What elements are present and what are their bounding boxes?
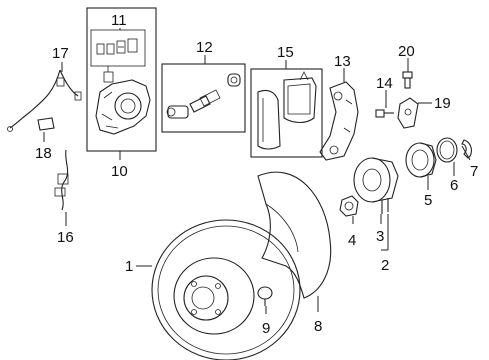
caliper-bolt-bushing-kit xyxy=(166,73,241,119)
callout-2: 2 xyxy=(381,257,389,274)
hardware-kit-box xyxy=(161,63,246,133)
splash-shield xyxy=(257,171,332,299)
bracket-bolt xyxy=(375,109,394,118)
abs-sensor-wire xyxy=(7,69,82,132)
caliper-pin-kit-box xyxy=(90,29,146,67)
callout-20: 20 xyxy=(398,43,415,60)
snap-ring-outer xyxy=(461,139,473,159)
abs-sensor-bracket xyxy=(397,97,419,129)
callout-3: 3 xyxy=(376,228,384,245)
callout-18: 18 xyxy=(35,145,52,162)
pad-set-box xyxy=(250,68,323,158)
pin-kit-parts xyxy=(96,38,138,55)
callout-14: 14 xyxy=(376,75,393,92)
callout-11: 11 xyxy=(111,12,127,29)
brake-caliper xyxy=(95,66,151,135)
hub-nut xyxy=(339,195,359,217)
bleeder-bolt xyxy=(402,71,413,89)
sensor-clip xyxy=(37,117,55,131)
callout-19: 19 xyxy=(434,95,451,112)
brake-pads xyxy=(257,71,317,150)
callout-4: 4 xyxy=(348,232,356,249)
leader-lines xyxy=(43,28,471,314)
callout-17: 17 xyxy=(52,45,69,62)
wheel-bearing xyxy=(405,142,437,178)
callout-5: 5 xyxy=(424,192,432,209)
callout-6: 6 xyxy=(450,177,458,194)
caliper-group-box xyxy=(86,7,157,152)
callout-16: 16 xyxy=(57,229,74,246)
callout-8: 8 xyxy=(314,318,322,335)
callout-15: 15 xyxy=(277,44,294,61)
caliper-bracket xyxy=(319,81,359,161)
callout-10: 10 xyxy=(111,163,128,180)
callout-1: 1 xyxy=(125,258,133,275)
brake-rotor xyxy=(151,219,301,360)
snap-ring-inner xyxy=(436,137,458,163)
wiring-harness xyxy=(54,149,69,211)
callout-13: 13 xyxy=(334,53,351,70)
callout-9: 9 xyxy=(262,320,270,337)
callout-12: 12 xyxy=(196,39,213,56)
shield-bolt xyxy=(257,286,273,306)
callout-7: 7 xyxy=(470,163,478,180)
wheel-hub xyxy=(353,157,399,214)
